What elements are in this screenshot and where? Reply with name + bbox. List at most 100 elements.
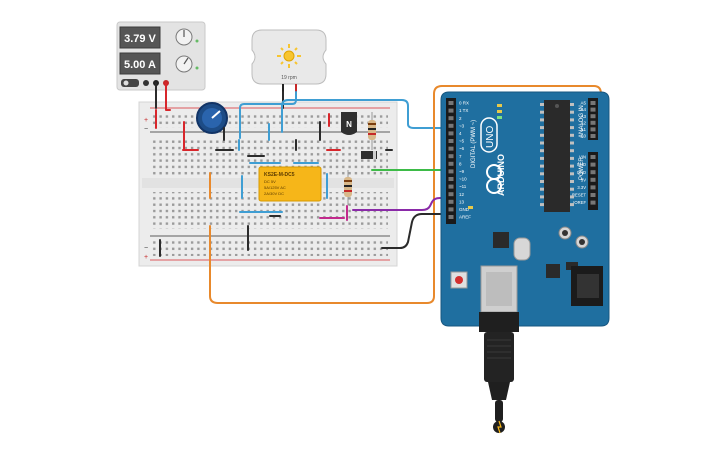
- digital-pin-label: 8: [459, 161, 462, 166]
- chip-pin: [570, 126, 574, 130]
- digital-pin-socket[interactable]: [448, 161, 454, 166]
- resistor-middle[interactable]: [344, 170, 352, 205]
- resistor-top[interactable]: [368, 112, 376, 150]
- digital-pin-label: ~6: [459, 146, 465, 151]
- relay[interactable]: KS2E-M-DC5 DC 5V 5A/125V AC 2A/30V DC: [258, 166, 322, 202]
- digital-pin-socket[interactable]: [448, 207, 454, 212]
- power-pin-socket[interactable]: [590, 177, 596, 182]
- power-pin-socket[interactable]: [590, 170, 596, 175]
- analog-pin-label: A5: [580, 101, 586, 106]
- digital-pin-socket[interactable]: [448, 199, 454, 204]
- current-knob[interactable]: [175, 55, 193, 73]
- analog-pin-label: A4: [580, 107, 586, 112]
- analog-pin-socket[interactable]: [590, 134, 596, 138]
- transistor-label: N: [346, 120, 352, 129]
- digital-pin-socket[interactable]: [448, 192, 454, 197]
- usb-cable: [479, 312, 519, 434]
- relay-model: KS2E-M-DC5: [264, 172, 295, 178]
- digital-pin-label: ~5: [459, 139, 465, 144]
- analog-pin-label: A1: [580, 127, 586, 132]
- potentiometer[interactable]: [196, 102, 228, 134]
- analog-pin-label: A0: [580, 134, 586, 139]
- digital-pin-socket[interactable]: [448, 215, 454, 219]
- analog-pin-socket[interactable]: [590, 120, 596, 125]
- relay-spec-1: DC 5V: [264, 179, 276, 184]
- chip-pin: [540, 172, 544, 176]
- digital-pin-socket[interactable]: [448, 123, 454, 128]
- chip-pin: [540, 156, 544, 160]
- cc-indicator: [195, 66, 199, 70]
- analog-pin-socket[interactable]: [590, 127, 596, 132]
- analog-in-label: ANALOG IN: [579, 105, 585, 138]
- chip-pin: [540, 118, 544, 122]
- power-pin-socket[interactable]: [590, 185, 596, 190]
- digital-pin-label: 12: [459, 192, 465, 197]
- chip-pin: [540, 187, 544, 191]
- chip-pin: [570, 118, 574, 122]
- chip-pin: [570, 164, 574, 168]
- digital-pin-socket[interactable]: [448, 139, 454, 143]
- svg-text:+: +: [144, 117, 148, 124]
- power-pin-label: 3.3V: [577, 185, 586, 190]
- analog-header[interactable]: [588, 98, 598, 140]
- digital-pin-socket[interactable]: [448, 116, 454, 121]
- chip-pin: [540, 103, 544, 106]
- digital-pin-label: GND: [459, 207, 470, 212]
- digital-pwm-label: DIGITAL (PWM ~): [471, 120, 477, 168]
- power-pin-label: GND: [577, 170, 586, 175]
- digital-pin-label: AREF: [459, 215, 471, 220]
- chip-pin: [540, 149, 544, 153]
- digital-pin-socket[interactable]: [448, 169, 454, 174]
- npn-transistor[interactable]: N: [341, 112, 357, 135]
- chip-pin: [540, 195, 544, 199]
- digital-pin-socket[interactable]: [448, 131, 454, 136]
- power-supply[interactable]: 3.79 V 5.00 A: [116, 21, 206, 91]
- power-pin-socket[interactable]: [590, 200, 596, 205]
- analog-pin-socket[interactable]: [590, 114, 596, 119]
- current-display: [119, 52, 161, 75]
- power-pin-socket[interactable]: [590, 162, 596, 167]
- digital-pin-socket[interactable]: [448, 101, 454, 105]
- chip-pin: [540, 133, 544, 137]
- wire-supply-positive: [165, 82, 171, 111]
- wire-pin3-cyan: [281, 99, 452, 133]
- voltage-regulator: [546, 264, 560, 278]
- digital-pin-socket[interactable]: [448, 184, 454, 189]
- digital-pin-label: 13: [459, 199, 465, 204]
- chip-pin: [540, 180, 544, 183]
- chip-pin: [570, 195, 574, 199]
- analog-pin-socket[interactable]: [590, 107, 596, 112]
- ground-terminal[interactable]: [143, 80, 149, 86]
- digital-header[interactable]: [446, 98, 456, 224]
- digital-pin-socket[interactable]: [448, 154, 454, 159]
- analog-pin-label: A2: [580, 120, 586, 125]
- chip-pin: [570, 141, 574, 145]
- digital-pin-label: ~3: [459, 123, 465, 128]
- digital-pin-socket[interactable]: [448, 177, 454, 181]
- digital-pin-socket[interactable]: [448, 108, 454, 113]
- atmega-chip: [544, 100, 570, 212]
- motor-speed-label: 19 rpm: [281, 75, 297, 81]
- power-pin-label: GND: [577, 162, 586, 167]
- bottom-power-rail[interactable]: [152, 240, 388, 256]
- chip-pin: [570, 103, 574, 106]
- analog-pin-socket[interactable]: [590, 101, 596, 105]
- diode[interactable]: [361, 151, 377, 159]
- chip-pin: [540, 141, 544, 145]
- dc-motor[interactable]: 19 rpm: [251, 29, 327, 92]
- power-pin-socket[interactable]: [590, 155, 596, 159]
- digital-pin-socket[interactable]: [448, 146, 454, 151]
- digital-pin-label: ~10: [459, 177, 467, 182]
- usb-chip: [493, 232, 509, 248]
- power-label: POWER: [579, 157, 585, 180]
- chip-pin: [540, 110, 544, 114]
- voltage-readout: 3.79 V: [124, 33, 156, 45]
- chip-pin: [570, 180, 574, 183]
- power-pin-socket[interactable]: [590, 193, 596, 197]
- digital-pin-label: 0 RX: [459, 101, 469, 106]
- chip-pin: [570, 187, 574, 191]
- current-readout: 5.00 A: [124, 59, 156, 71]
- motor-shaft-icon: [283, 50, 295, 62]
